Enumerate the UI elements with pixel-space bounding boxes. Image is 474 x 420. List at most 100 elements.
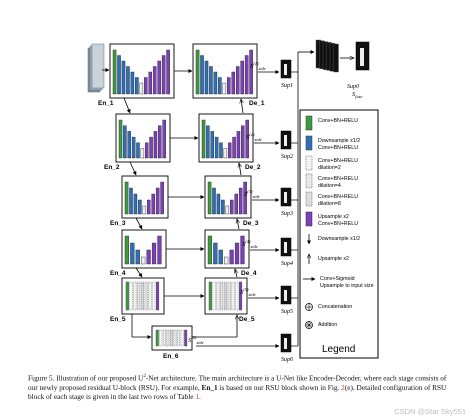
rsu-layer	[156, 281, 160, 311]
downsample-arrow	[129, 161, 137, 176]
side-output-symbol: S(2)side	[246, 132, 262, 142]
rsu-layer	[155, 329, 159, 347]
side-output-label: Sup5	[281, 309, 293, 315]
legend-item-label: Conv+BN+RELU	[318, 158, 358, 164]
side-output-sub: side	[259, 66, 266, 71]
decoder-block-3	[204, 175, 252, 219]
side-output-label: Sup6	[281, 357, 293, 363]
legend-item-label: Downsample x1/2	[318, 236, 360, 242]
caption-text-5: .	[199, 392, 201, 402]
rsu-layer	[212, 187, 216, 215]
rsu-layer	[152, 281, 156, 311]
rsu-layer	[195, 49, 200, 95]
input-image	[87, 43, 105, 93]
legend-item: Concatenation	[305, 303, 352, 311]
legend-title: Legend	[322, 344, 355, 355]
caption-sup: 2	[143, 374, 146, 379]
decoder-label: De_4	[241, 270, 257, 277]
rsu-layer	[207, 181, 212, 215]
legend-swatch	[305, 173, 313, 189]
rsu-layer	[135, 77, 139, 95]
downsample-arrow	[123, 97, 131, 114]
legend-item-label: Addition	[318, 322, 337, 328]
rsu-layer	[223, 148, 228, 159]
rsu-layer	[241, 125, 245, 159]
encoder-block-5	[121, 277, 165, 315]
side-output-sub: side	[197, 340, 204, 345]
decoder-label: De_2	[245, 164, 261, 171]
rsu-layer	[152, 66, 157, 95]
rsu-layer	[117, 55, 121, 95]
side-outputs: S(1)sideSup1S(2)sideSup2S(3)sideSup3S(4)…	[188, 39, 370, 363]
rsu-layer	[219, 142, 223, 159]
rsu-layer	[218, 77, 222, 95]
rsu-layer	[147, 199, 151, 215]
rsu-layer	[221, 199, 225, 215]
rsu-layer	[118, 119, 123, 159]
caption-figure-ref[interactable]: 2	[341, 382, 345, 392]
decoder-label: De_1	[249, 100, 265, 107]
side-output-sup: (1)	[253, 61, 259, 66]
side-output-sup: (6)	[191, 335, 197, 340]
rsu-layer	[230, 199, 234, 215]
rsu-layer	[231, 281, 235, 311]
legend-swatch	[305, 115, 313, 131]
rsu-layer	[124, 181, 129, 215]
caption-text-3: is based on our RSU block shown in Fig.	[217, 382, 342, 392]
rsu-layer	[141, 256, 146, 265]
rsu-layer	[225, 205, 230, 215]
side-saliency-shape	[284, 64, 287, 75]
legend-item-label: Upsample x2	[318, 214, 349, 220]
encoder-block-2	[115, 113, 171, 163]
rsu-layer	[159, 329, 163, 347]
encoder-label: En_3	[110, 220, 126, 227]
rsu-layer	[201, 119, 206, 159]
side-output-sub: side	[255, 137, 262, 142]
rsu-layer	[140, 281, 144, 311]
fuse-sub: fuse	[355, 94, 362, 99]
rsu-layer	[166, 329, 170, 347]
legend-item-label: Conv+Sigmoid	[320, 276, 355, 282]
rsu-layer	[129, 281, 133, 311]
decoder-block-5	[204, 277, 248, 315]
rsu-layer	[142, 205, 147, 215]
rsu-layer	[133, 281, 137, 311]
rsu-layer	[124, 235, 129, 265]
rsu-layer	[144, 142, 149, 159]
rsu-layer	[213, 71, 218, 95]
rsu-layer	[206, 125, 210, 159]
rsu-layer	[208, 281, 212, 311]
legend-item-label: Conv+BN+RELU	[318, 176, 358, 182]
rsu-layer	[112, 49, 117, 95]
rsu-layer	[210, 131, 214, 159]
rsu-layer	[216, 193, 221, 215]
rsu-layer	[138, 199, 142, 215]
fuse-saliency-shape	[360, 48, 364, 66]
rsu-layer	[214, 136, 219, 159]
side-output-sup: (4)	[245, 239, 251, 244]
caption-table-ref[interactable]: 1	[195, 392, 199, 402]
encoder-block-4	[121, 229, 167, 269]
rsu-layer	[204, 60, 209, 95]
side-output-symbol: S(3)side	[244, 189, 260, 199]
legend-item-label: Conv+BN+RELU	[318, 145, 358, 151]
rsu-layer	[148, 71, 153, 95]
downsample-arrow	[135, 217, 143, 230]
rsu-layer	[220, 281, 224, 311]
upsample-arrow	[237, 219, 239, 230]
rsu-layer	[162, 329, 166, 347]
decoder-label: De_5	[239, 316, 255, 323]
rsu-layer	[229, 249, 234, 265]
rsu-layer	[158, 125, 162, 159]
decoder-block-2	[198, 113, 254, 163]
figure-caption: Figure 5. Illustration of our proposed U…	[28, 372, 448, 402]
side-output-label: Sup3	[281, 211, 293, 217]
caption-text-1: Figure 5. Illustration of our proposed U	[28, 373, 144, 383]
rsu-layer	[144, 77, 148, 95]
encoder-label: En_6	[163, 353, 179, 360]
